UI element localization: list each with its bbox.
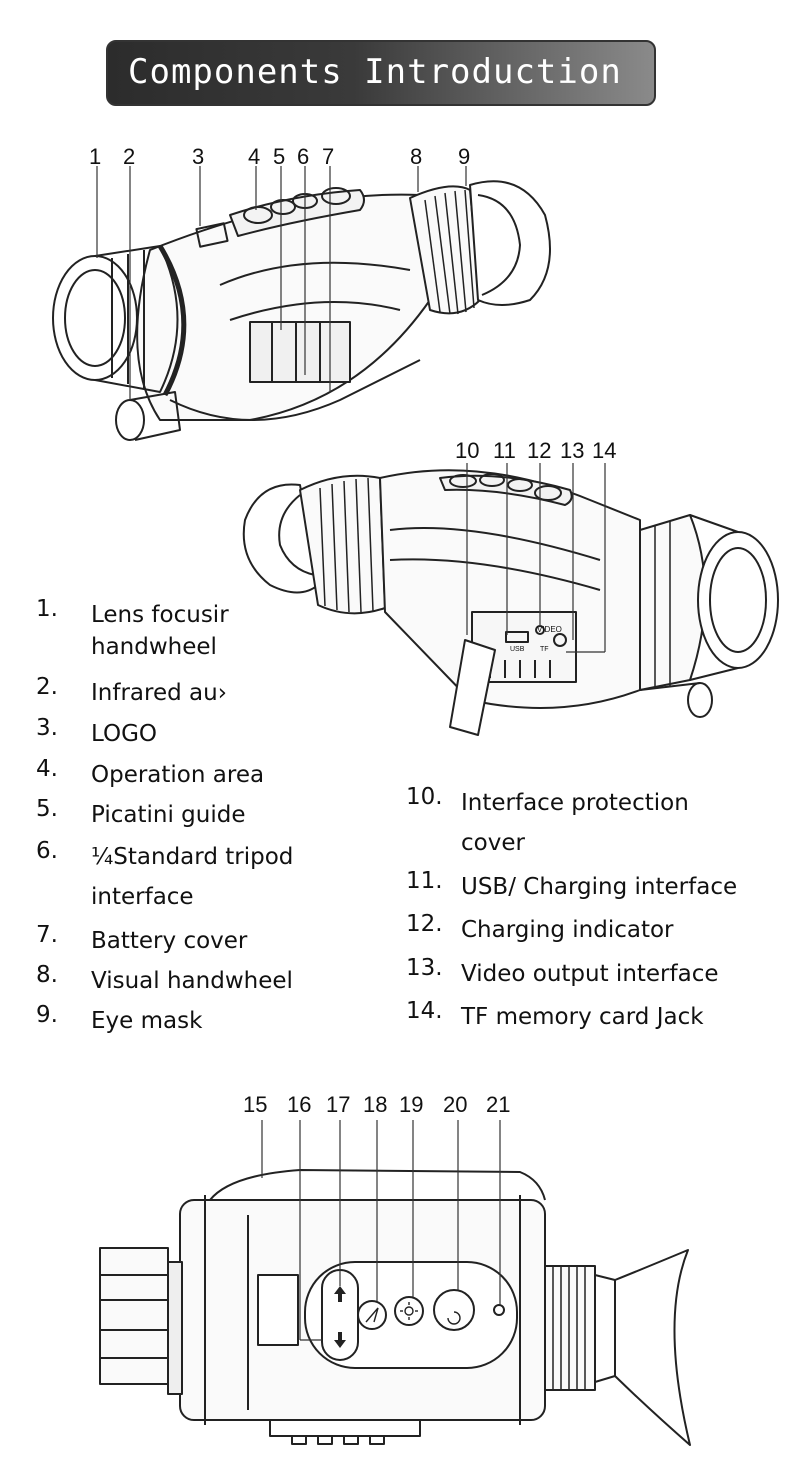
callout-20: 20 xyxy=(443,1092,468,1117)
callout-3: 3 xyxy=(192,144,205,169)
callout-8: 8 xyxy=(410,144,423,169)
callout-14: 14 xyxy=(592,438,617,463)
title-banner: Components Introduction xyxy=(106,40,656,106)
callout-9: 9 xyxy=(458,144,471,169)
callout-19: 19 xyxy=(399,1092,424,1117)
callout-4: 4 xyxy=(248,144,261,169)
callout-15: 15 xyxy=(243,1092,268,1117)
callout-17: 17 xyxy=(326,1092,351,1117)
callout-5: 5 xyxy=(273,144,286,169)
callout-12: 12 xyxy=(527,438,552,463)
callout-18: 18 xyxy=(363,1092,388,1117)
callout-2: 2 xyxy=(123,144,136,169)
device-label-usb: USB xyxy=(510,646,525,653)
callout-10: 10 xyxy=(455,438,480,463)
page-title: Components Introduction xyxy=(128,52,622,92)
device-label-video: VIDEO xyxy=(537,625,562,634)
callout-13: 13 xyxy=(560,438,585,463)
callout-6: 6 xyxy=(297,144,310,169)
device-label-tf: TF xyxy=(540,646,549,653)
callout-7: 7 xyxy=(322,144,335,169)
callout-1: 1 xyxy=(89,144,102,169)
callout-11: 11 xyxy=(493,438,516,463)
callout-21: 21 xyxy=(486,1092,511,1117)
callout-16: 16 xyxy=(287,1092,312,1117)
